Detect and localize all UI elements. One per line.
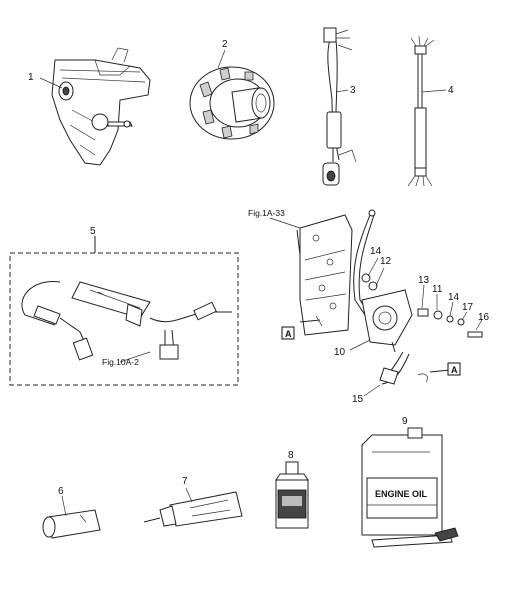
callout-14-lower: 14 bbox=[448, 292, 460, 303]
callout-14-upper: 14 bbox=[370, 246, 382, 257]
part-2-rotor-illustration bbox=[189, 66, 275, 140]
callout-6: 6 bbox=[58, 486, 64, 497]
callout-10: 10 bbox=[334, 347, 346, 358]
fuel-pump-assembly-illustration bbox=[296, 209, 483, 385]
callout-11: 11 bbox=[432, 284, 443, 295]
part-1-lower-unit-illustration bbox=[51, 47, 151, 166]
callout-3: 3 bbox=[350, 85, 356, 96]
callout-4: 4 bbox=[448, 85, 454, 96]
part-4-cable-illustration bbox=[407, 35, 435, 187]
part-9-oil-can-illustration bbox=[361, 427, 459, 548]
callout-numbers: 1 2 3 4 5 6 7 8 9 10 11 12 13 14 14 15 1… bbox=[28, 39, 490, 497]
callout-13: 13 bbox=[418, 275, 430, 286]
callout-9: 9 bbox=[402, 416, 408, 427]
callout-12: 12 bbox=[380, 256, 392, 267]
callout-5: 5 bbox=[90, 226, 96, 237]
callout-15: 15 bbox=[352, 394, 364, 405]
callout-16: 16 bbox=[478, 312, 490, 323]
leader-lines bbox=[39, 49, 483, 517]
callout-2: 2 bbox=[222, 39, 228, 50]
callout-7: 7 bbox=[182, 476, 188, 487]
part-8-bottle-illustration bbox=[275, 461, 309, 529]
callout-8: 8 bbox=[288, 450, 294, 461]
part-5-kit-illustration bbox=[9, 236, 239, 386]
oil-can-logo-text: ENGINE OIL bbox=[375, 489, 428, 499]
ref-box-a-right: A bbox=[451, 365, 458, 375]
callout-1: 1 bbox=[28, 72, 34, 83]
ref-fig-1a-33: Fig.1A-33 bbox=[248, 208, 285, 218]
ref-fig-10a-2: Fig.10A-2 bbox=[102, 357, 139, 367]
ref-box-a-left: A bbox=[285, 329, 292, 339]
figure-references: Fig.1A-33 Fig.10A-2 A A bbox=[102, 208, 461, 376]
part-6-tube-illustration bbox=[42, 509, 101, 539]
part-3-harness-illustration bbox=[322, 27, 357, 186]
part-7-tube-illustration bbox=[143, 491, 243, 527]
callout-17: 17 bbox=[462, 302, 474, 313]
